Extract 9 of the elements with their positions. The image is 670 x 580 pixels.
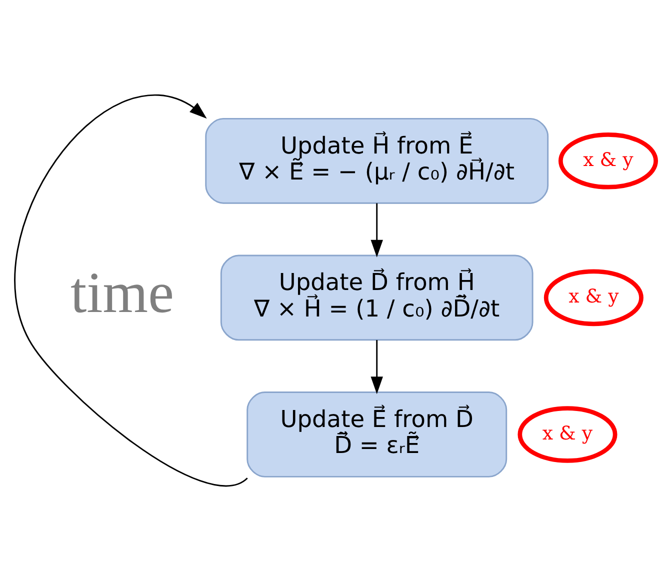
label: time (70, 260, 174, 325)
node-label: x & y (542, 422, 593, 444)
node-label: x & y (568, 285, 619, 308)
node-box: Update H⃗ from E⃗ ∇ × Ẽ⃗ = − (μᵣ / c₀) ∂H⃗/∂t (205, 117, 549, 204)
arrow (370, 340, 383, 394)
arrow (370, 202, 383, 257)
node-box: Update D⃗ from H⃗ ∇ × H⃗ = (1 / c₀) ∂D̃⃗/∂t (220, 254, 534, 340)
node-label: x & y (583, 148, 634, 170)
node-box: Update E⃗ from D⃗ D̃⃗ = εᵣẼ⃗ (246, 391, 508, 477)
